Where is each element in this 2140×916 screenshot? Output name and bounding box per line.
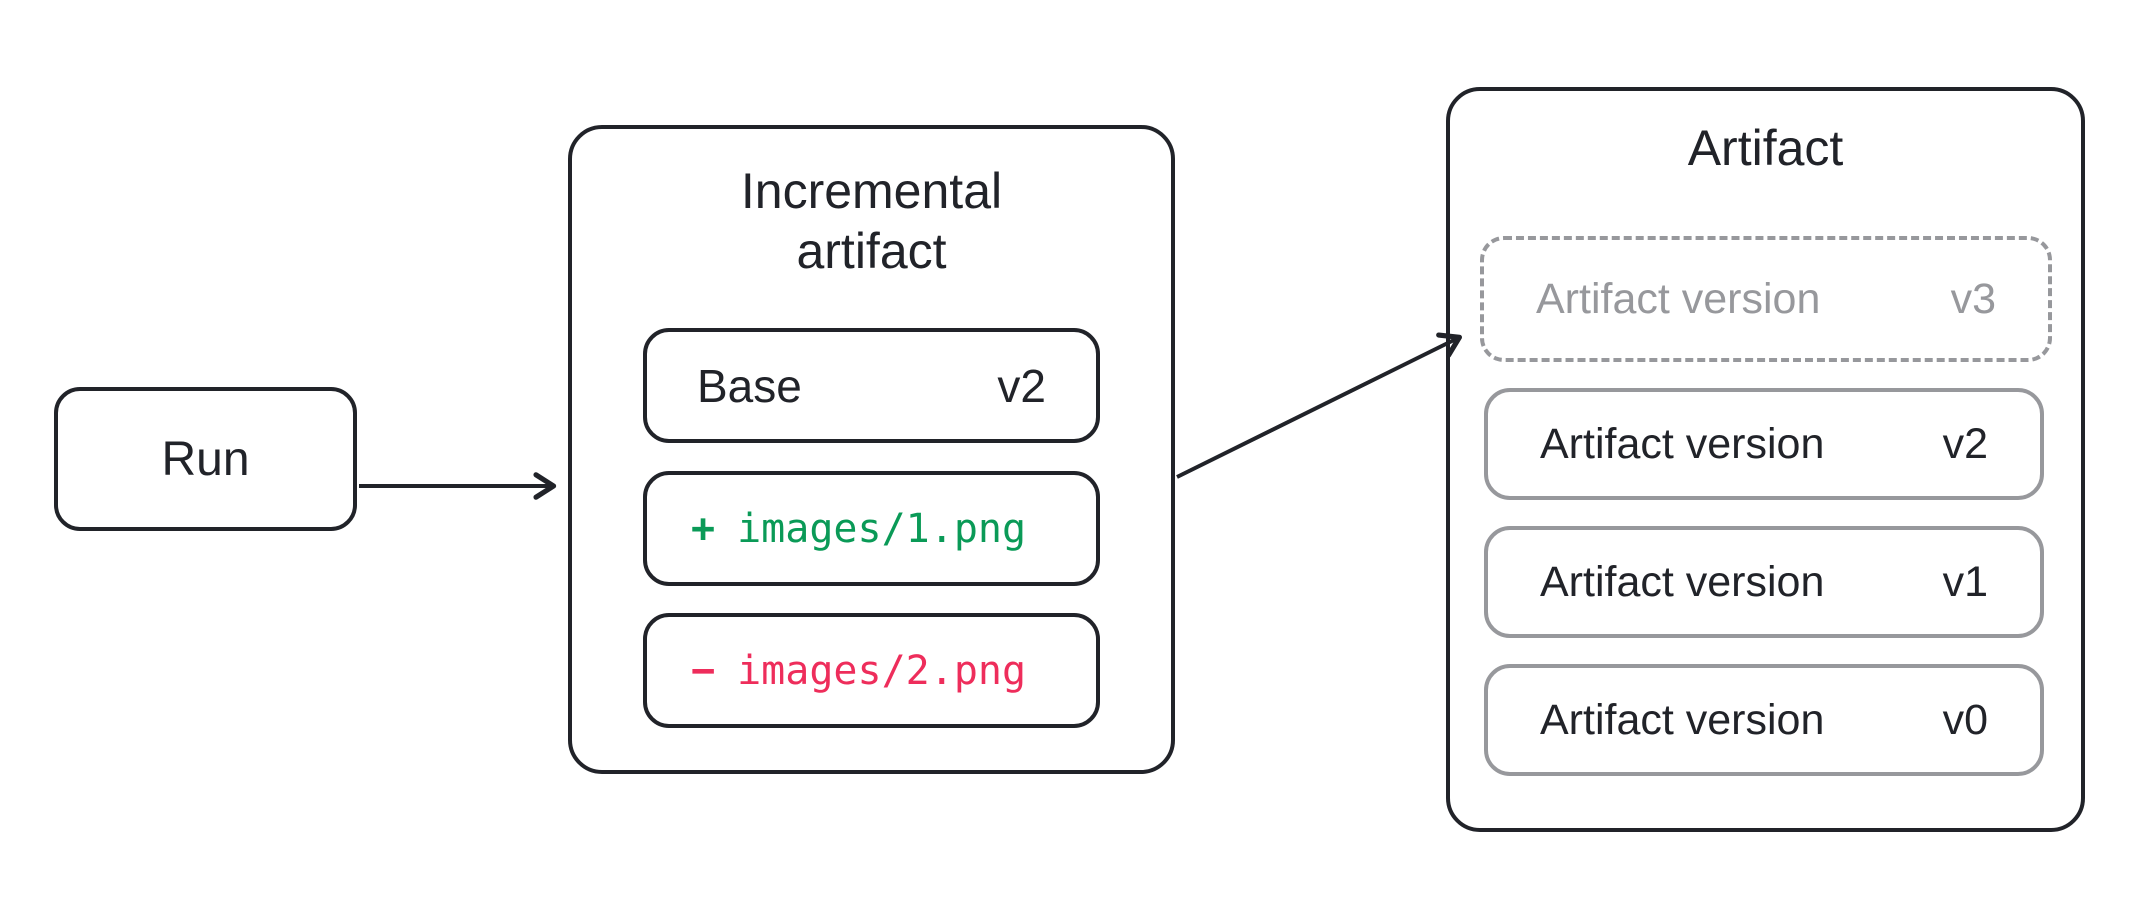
- pending-version-label: Artifact version: [1536, 274, 1821, 323]
- version-row-number: v2: [1942, 419, 1988, 468]
- incremental-artifact-title: Incremental artifact: [572, 161, 1171, 281]
- incremental-artifact-node: Incremental artifact Base v2 + images/1.…: [568, 125, 1175, 774]
- incremental-artifact-title-line2: artifact: [796, 223, 947, 279]
- pending-version-number: v3: [1950, 274, 1996, 323]
- version-row-label: Artifact version: [1540, 695, 1825, 744]
- pending-artifact-version-row: Artifact version v3: [1480, 236, 2052, 362]
- version-row-label: Artifact version: [1540, 419, 1825, 468]
- base-row-label: Base: [697, 359, 802, 412]
- version-row-number: v0: [1942, 695, 1988, 744]
- run-node-label: Run: [161, 432, 250, 486]
- plus-icon: +: [691, 505, 716, 552]
- artifact-version-row: Artifact version v1: [1484, 526, 2044, 638]
- base-version-row: Base v2: [643, 328, 1100, 443]
- incremental-to-artifact-arrow: [1176, 332, 1462, 479]
- removed-file-path: images/2.png: [737, 647, 1027, 694]
- version-row-number: v1: [1942, 557, 1988, 606]
- added-file-row: + images/1.png: [643, 471, 1100, 586]
- artifact-title: Artifact: [1687, 120, 1844, 176]
- removed-file-row: − images/2.png: [643, 613, 1100, 728]
- artifact-version-row: Artifact version v2: [1484, 388, 2044, 500]
- added-file-path: images/1.png: [737, 505, 1027, 552]
- minus-icon: −: [691, 647, 716, 694]
- version-row-label: Artifact version: [1540, 557, 1825, 606]
- artifact-version-row: Artifact version v0: [1484, 664, 2044, 776]
- incremental-artifact-title-line1: Incremental: [740, 163, 1003, 219]
- run-node: Run: [54, 387, 357, 531]
- artifact-node: Artifact Artifact version v3 Artifact ve…: [1446, 87, 2085, 832]
- base-row-version: v2: [997, 359, 1046, 412]
